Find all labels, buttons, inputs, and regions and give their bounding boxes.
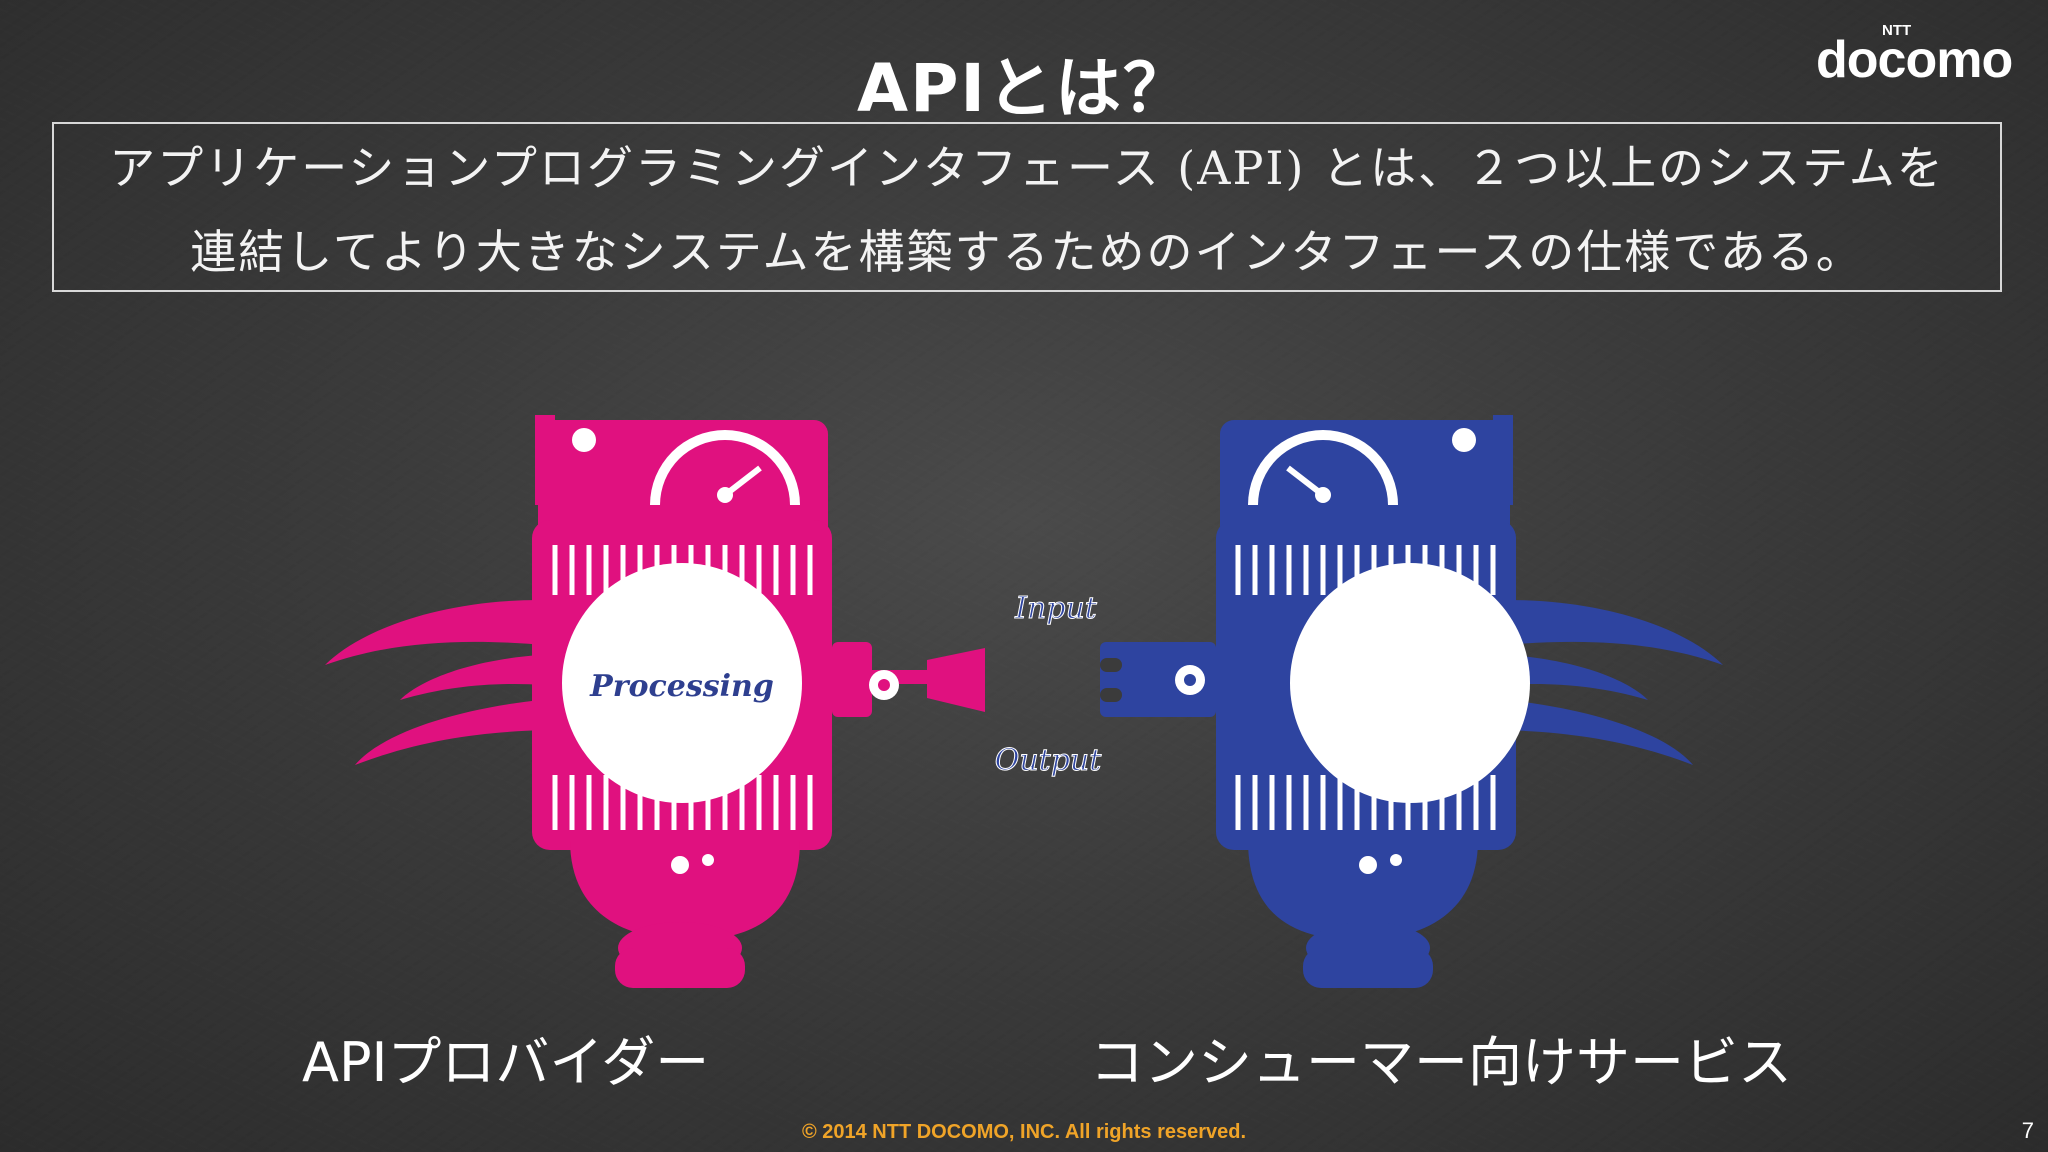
consumer-service-label: コンシューマー向けサービス (1090, 1031, 1792, 1094)
copyright-footer: © 2014 NTT DOCOMO, INC. All rights reser… (801, 1121, 1247, 1143)
page-number: 7 (2021, 1118, 2034, 1143)
docomo-logo: NTT docomo (1816, 22, 2026, 89)
api-connection-diagram: Processing (325, 415, 1723, 988)
definition-box: アプリケーションプログラミングインタフェース (API) とは、２つ以上のシステ… (52, 122, 2002, 292)
slide-title: APIとは？ (856, 50, 1191, 127)
input-label: Input (1014, 591, 1098, 626)
provider-details (552, 428, 899, 874)
logo-brand-text: docomo (1816, 31, 2013, 89)
output-label: Output (995, 743, 1102, 778)
definition-line-2: 連結してより大きなシステムを構築するためのインタフェースの仕様である。 (190, 225, 1864, 279)
logo-ntt-text: NTT (1882, 22, 1912, 39)
definition-line-1: アプリケーションプログラミングインタフェース (API) とは、２つ以上のシステ… (109, 141, 1945, 195)
api-provider-label: APIプロバイダー (302, 1031, 710, 1094)
consumer-details (1100, 428, 1530, 874)
processing-label: Processing (589, 669, 774, 704)
